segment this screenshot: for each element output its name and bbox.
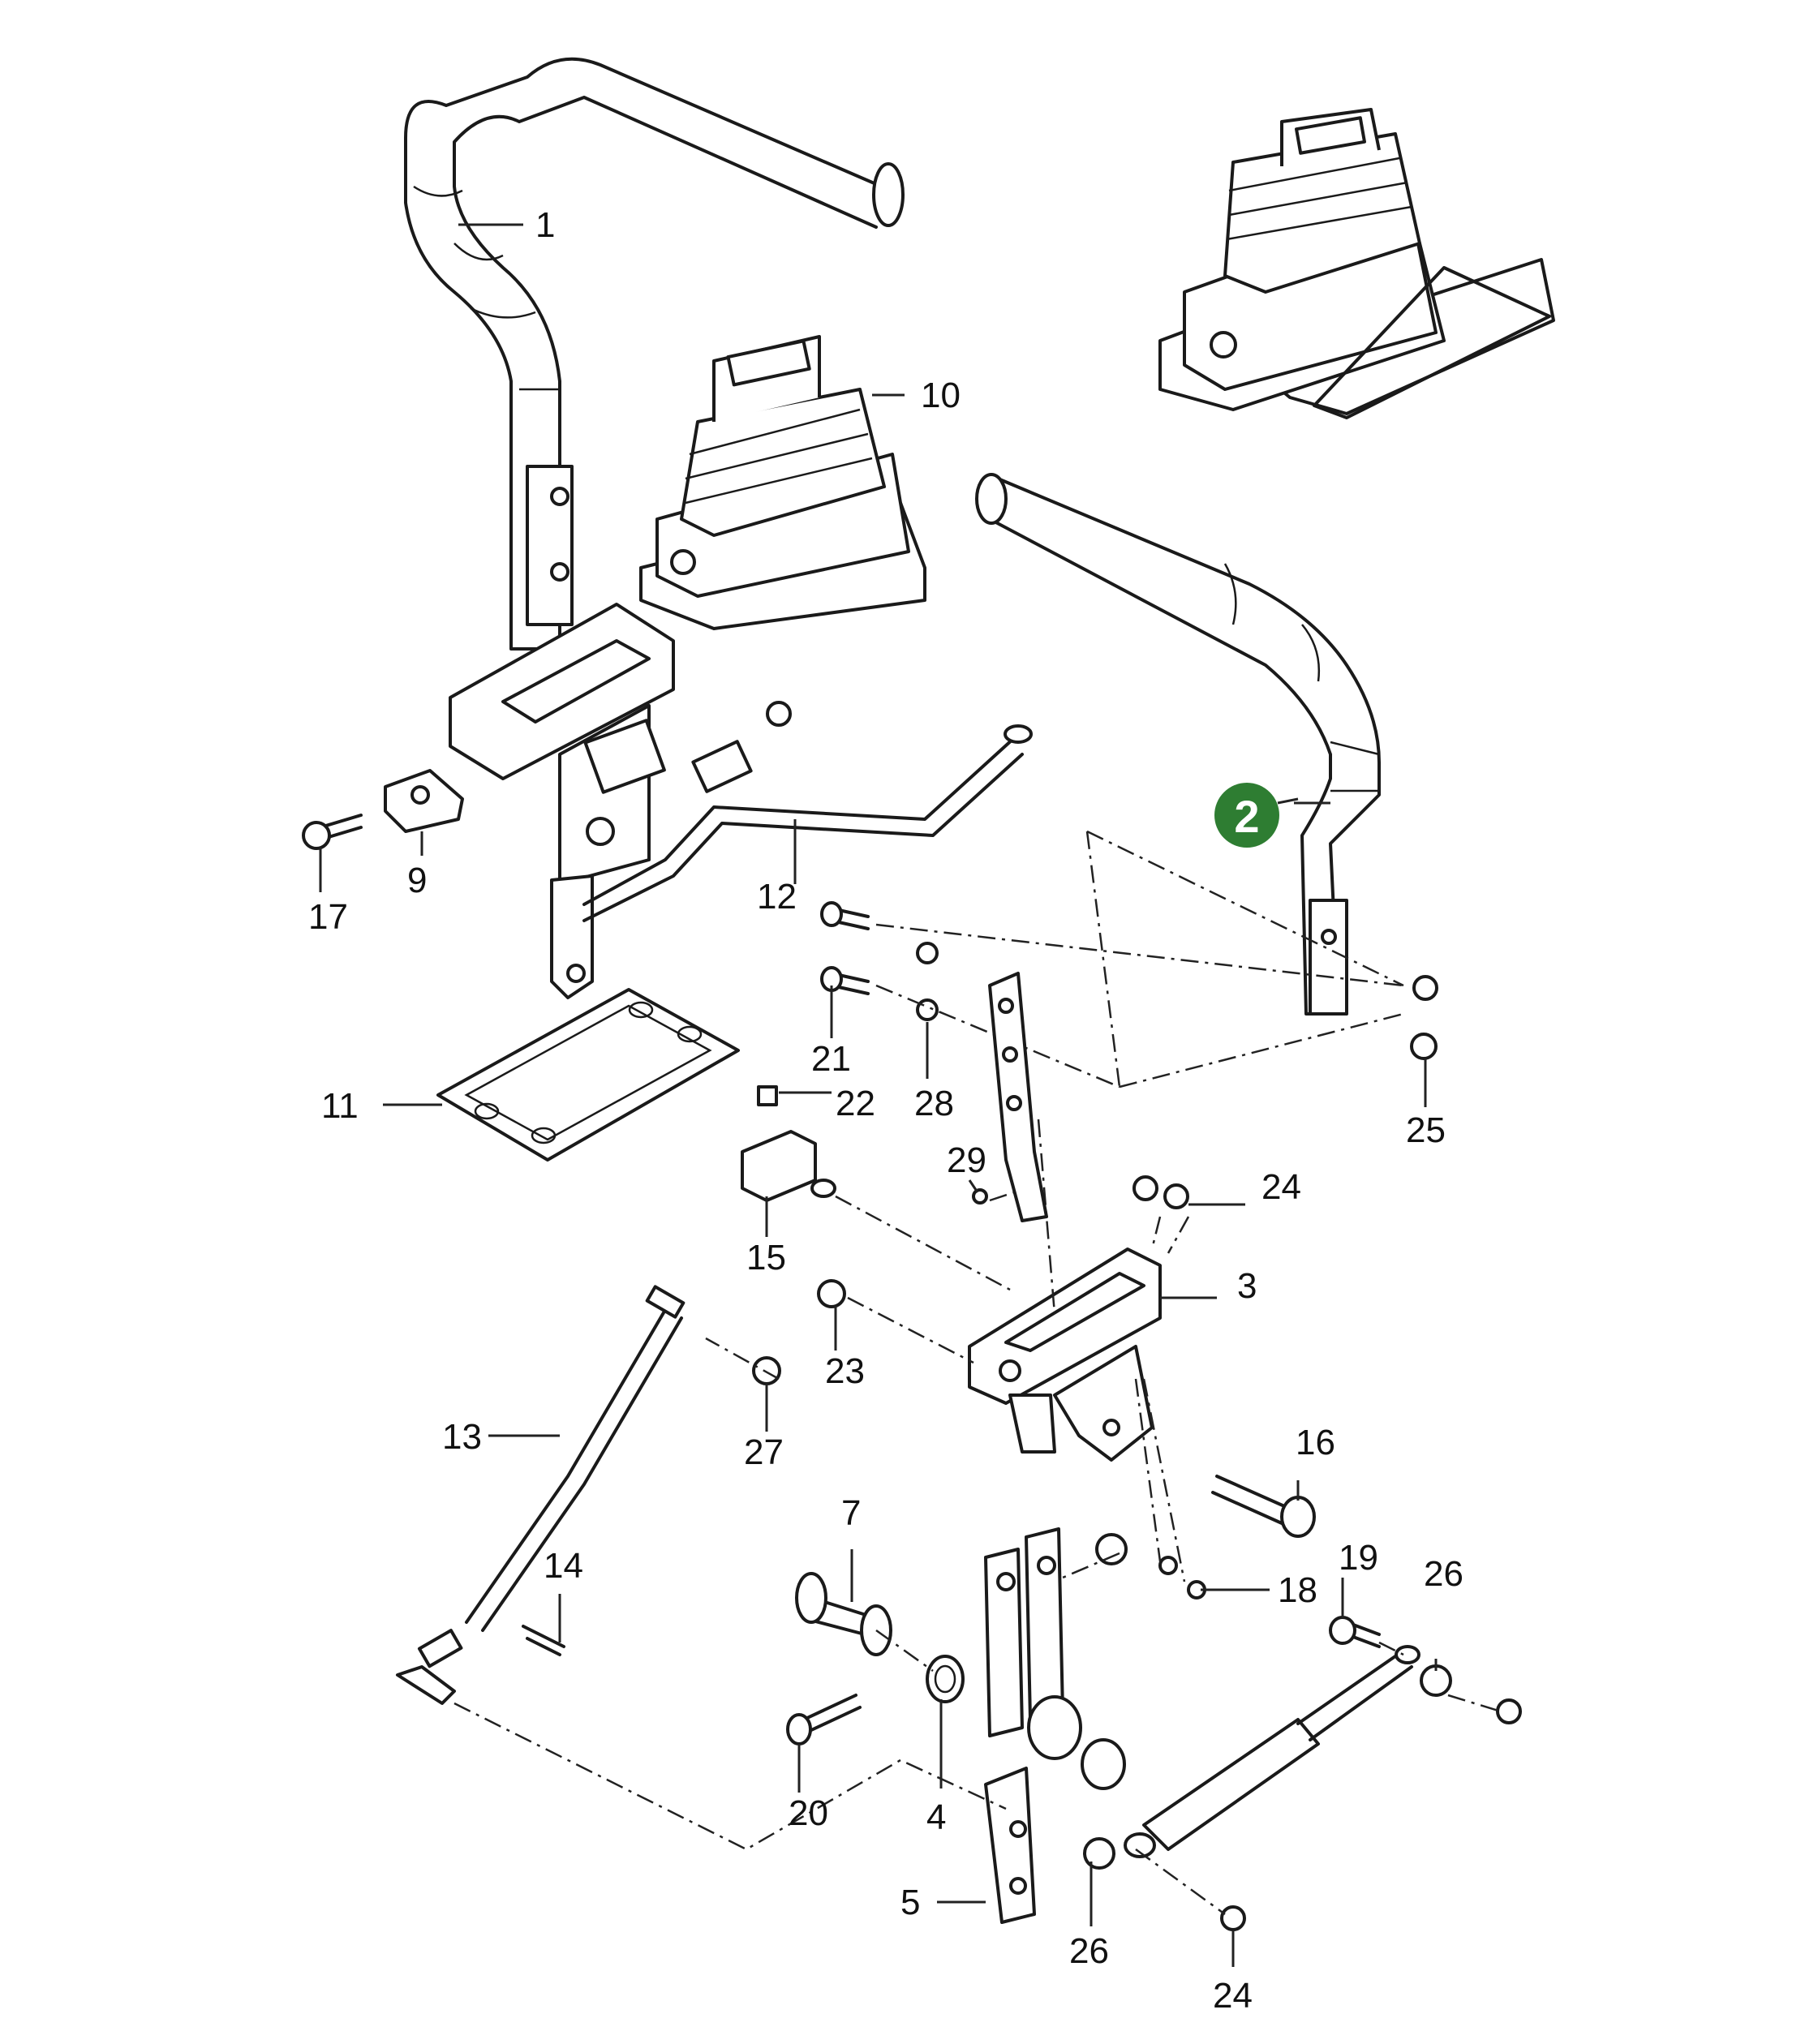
part-2-control-handle: [975, 473, 1381, 1016]
callout-2-badge[interactable]: 2: [1214, 783, 1299, 848]
callout-labels: 1 10 3 4 5 7 9 11 12 13 14 15 16 17 18 1…: [308, 205, 1463, 2016]
part-4-bushing: [926, 1655, 965, 1703]
callout-21: 21: [811, 1039, 851, 1079]
gas-strut: [1124, 1645, 1420, 1858]
callout-27: 27: [744, 1432, 784, 1472]
callout-22: 22: [836, 1084, 875, 1123]
callout-28: 28: [914, 1084, 954, 1123]
callout-26-b: 26: [1069, 1931, 1109, 1971]
part-12-rod: [582, 701, 1033, 922]
nut-23: [817, 1279, 846, 1308]
nut-27: [752, 1356, 781, 1385]
nut-24-a: [1132, 1175, 1158, 1201]
callout-14: 14: [544, 1546, 583, 1586]
part-7-bushing: [795, 1572, 892, 1656]
part-11-gasket: [436, 988, 740, 1162]
bolts-set: [302, 814, 1381, 1648]
part-14-pin: [522, 1625, 565, 1656]
washer-29: [972, 1188, 988, 1204]
washer-26-b: [1083, 1837, 1115, 1870]
hardware-nuts-washers: [752, 942, 1522, 1931]
callout-26-a: 26: [1424, 1554, 1463, 1594]
bolt-18-a: [1158, 1556, 1178, 1575]
callout-20: 20: [789, 1793, 828, 1833]
callout-11: 11: [321, 1086, 359, 1126]
callout-7: 7: [841, 1493, 861, 1533]
part-9-clamp: [384, 769, 464, 833]
callout-16: 16: [1296, 1423, 1335, 1462]
callout-2: 2: [1234, 791, 1259, 842]
boot-assembled-view: [1158, 108, 1555, 415]
callout-15: 15: [746, 1238, 786, 1278]
callout-25: 25: [1406, 1110, 1446, 1150]
callout-10: 10: [921, 376, 961, 415]
part-3-bracket: [968, 1247, 1162, 1462]
part-15-switch: [741, 1085, 836, 1202]
gasket-assembled-view: [1313, 266, 1551, 419]
nut-25-b: [1410, 1033, 1438, 1060]
callout-9: 9: [407, 861, 427, 900]
callout-23: 23: [825, 1351, 865, 1391]
nut-25-a: [1412, 975, 1438, 1001]
callout-1: 1: [535, 205, 555, 245]
part-10-boot: [639, 335, 926, 630]
callout-13: 13: [442, 1417, 482, 1457]
callout-3: 3: [1237, 1266, 1257, 1306]
washer-28-a: [916, 942, 939, 964]
callout-4: 4: [926, 1797, 946, 1837]
callout-17: 17: [308, 897, 348, 937]
assembly-guide-lines: [453, 830, 1502, 1916]
callout-19: 19: [1339, 1538, 1378, 1578]
part-1-control-handle: [404, 57, 905, 651]
nut-24-b: [1163, 1183, 1189, 1209]
leader-lines: [319, 223, 1438, 1967]
upper-shifter-assembly: [449, 603, 675, 999]
callout-24-b: 24: [1213, 1976, 1253, 2016]
callout-12: 12: [757, 877, 797, 917]
callout-18: 18: [1278, 1570, 1317, 1610]
badge-circle: [1214, 783, 1279, 848]
part-20-bolt: [786, 1694, 862, 1746]
nut-24-c: [1220, 1905, 1246, 1931]
lever-slice-upper: [988, 972, 1048, 1222]
callout-24-a: 24: [1261, 1167, 1301, 1207]
part-13-pushrod: [396, 1285, 686, 1705]
callout-5: 5: [900, 1883, 920, 1922]
callout-29: 29: [947, 1140, 986, 1180]
nut-26-right: [1496, 1698, 1522, 1724]
lower-lever-assembly: [984, 1527, 1128, 1924]
